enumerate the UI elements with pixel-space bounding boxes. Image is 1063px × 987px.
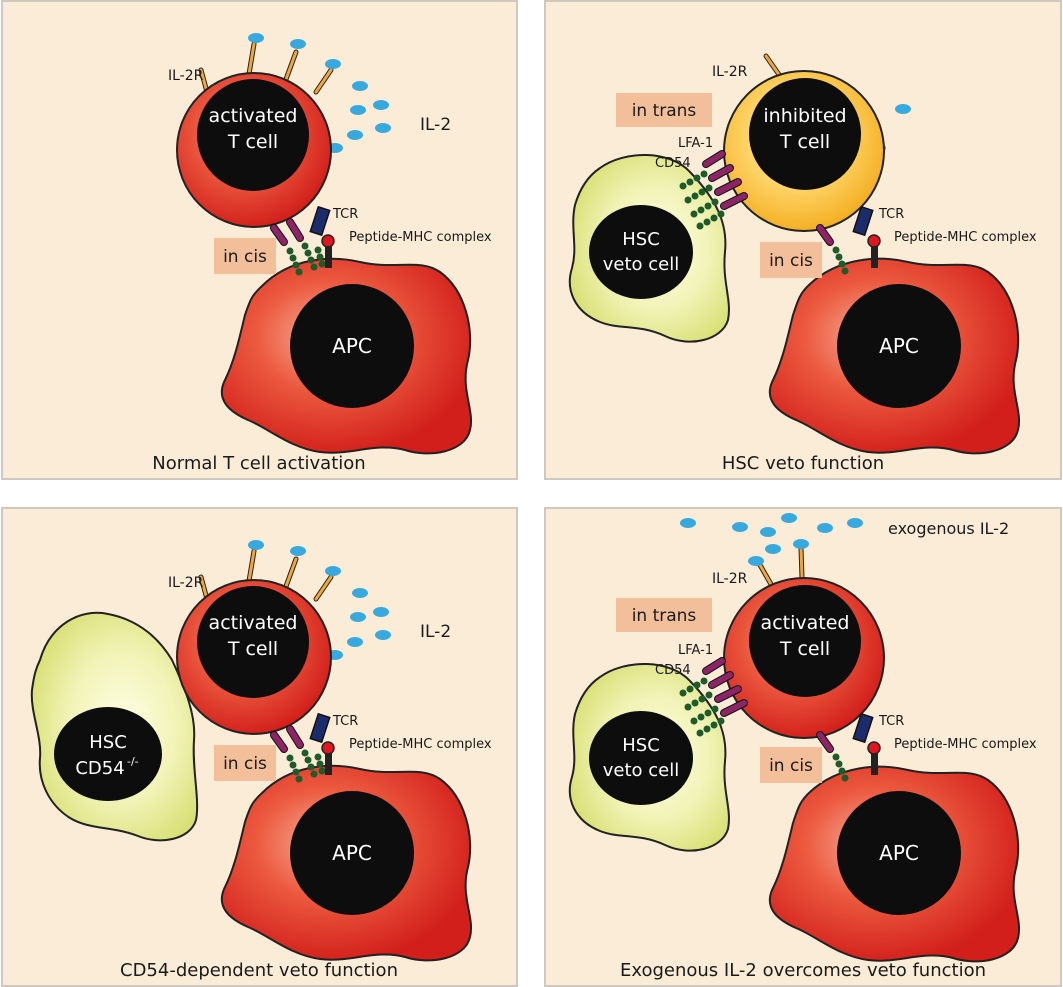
- trans-label: in trans: [632, 606, 697, 626]
- pmhc-label: Peptide-MHC complex: [894, 230, 1037, 245]
- t-cell-nucleus: [749, 585, 861, 697]
- tcr-label: TCR: [332, 714, 358, 729]
- exogenous-il2-label: exogenous IL-2: [888, 519, 1009, 538]
- peptide-mhc-complex: [867, 234, 881, 268]
- t-cell-label-1: activated: [761, 612, 850, 634]
- il2r-label: IL-2R: [168, 575, 204, 591]
- cd54-chains: [286, 749, 326, 783]
- lfa1-label: LFA-1: [678, 136, 713, 151]
- panel-exogenous-il2: HSC veto cell activated T cell APC: [544, 507, 1062, 987]
- peptide-mhc-complex: [321, 234, 335, 268]
- hsc-nucleus: [54, 707, 162, 801]
- hsc-label-1: HSC: [622, 229, 660, 250]
- t-cell-nucleus: [197, 586, 309, 698]
- cd54-chains: [286, 242, 326, 276]
- lfa1-label: LFA-1: [678, 643, 713, 658]
- tcr-label: TCR: [878, 714, 904, 729]
- tcr-molecule: [309, 205, 331, 237]
- tcr-molecule: [852, 205, 874, 237]
- hsc-label-1: HSC: [622, 735, 660, 756]
- peptide-mhc-complex: [867, 741, 881, 775]
- peptide-mhc-complex: [321, 741, 335, 775]
- cis-label-box: [214, 745, 276, 781]
- panel-caption: Normal T cell activation: [152, 453, 365, 474]
- cd54-label: CD54: [655, 156, 691, 171]
- panel-normal-activation: activated T cell APC IL-2R IL-2 TCR Pept…: [1, 0, 518, 480]
- panel-hsc-veto: HSC veto cell inhibited T cell APC: [544, 0, 1062, 480]
- trans-label-box: [616, 93, 712, 127]
- apc-label: APC: [879, 841, 919, 865]
- hsc-label-1: HSC: [89, 732, 127, 753]
- hsc-label-2: veto cell: [603, 760, 680, 781]
- trans-label: in trans: [632, 101, 697, 121]
- panel-caption: CD54-dependent veto function: [120, 960, 398, 981]
- t-cell-label-2: T cell: [227, 131, 278, 153]
- apc-nucleus: [290, 284, 414, 408]
- apc-nucleus: [837, 791, 961, 915]
- cis-label: in cis: [223, 247, 267, 267]
- hsc-nucleus: [589, 711, 693, 805]
- hsc-label-superscript: -/-: [127, 755, 139, 768]
- il2-label: IL-2: [420, 622, 451, 642]
- cis-label-box: [214, 238, 276, 274]
- il2r-label: IL-2R: [712, 571, 748, 587]
- pmhc-label: Peptide-MHC complex: [349, 737, 492, 752]
- cd54-chains: [679, 170, 849, 275]
- t-cell-label-1: activated: [209, 105, 298, 127]
- pmhc-label: Peptide-MHC complex: [349, 230, 492, 245]
- tcr-label: TCR: [332, 207, 358, 222]
- il2r-receptors: [757, 545, 805, 589]
- apc-nucleus: [290, 791, 414, 915]
- apc-nucleus: [837, 284, 961, 408]
- t-cell-label-2: T cell: [779, 638, 830, 660]
- t-cell-nucleus: [749, 78, 861, 190]
- t-cell-label-1: inhibited: [763, 105, 846, 127]
- cis-label: in cis: [769, 756, 813, 776]
- il2-molecules: [248, 540, 391, 660]
- lfa1-molecules: [702, 657, 834, 753]
- hsc-nucleus: [589, 205, 693, 299]
- tcr-molecule: [852, 712, 874, 744]
- il2r-receptors: [763, 53, 783, 79]
- tcr-label: TCR: [878, 207, 904, 222]
- t-cell-label-2: T cell: [227, 638, 278, 660]
- t-cell-label-1: activated: [209, 612, 298, 634]
- panel-caption: Exogenous IL-2 overcomes veto function: [620, 960, 986, 981]
- cis-label: in cis: [769, 251, 813, 271]
- hsc-label-2: CD54: [75, 758, 124, 779]
- cis-label: in cis: [223, 754, 267, 774]
- lfa1-molecules: [270, 218, 304, 246]
- trans-label-box: [616, 598, 712, 632]
- il2r-label: IL-2R: [168, 68, 204, 84]
- hsc-label-2: veto cell: [603, 254, 680, 275]
- pmhc-label: Peptide-MHC complex: [894, 737, 1037, 752]
- t-cell-label-2: T cell: [779, 131, 830, 153]
- panel-caption: HSC veto function: [722, 453, 884, 474]
- cd54-chains: [679, 677, 849, 782]
- il2-molecules: [680, 513, 863, 566]
- cd54-label: CD54: [655, 663, 691, 678]
- panel-cd54-dependent: HSC CD54 -/- activated T cell APC: [1, 507, 518, 987]
- t-cell-nucleus: [197, 79, 309, 191]
- il2r-label: IL-2R: [712, 64, 748, 80]
- cis-label-box: [760, 242, 822, 278]
- apc-label: APC: [879, 334, 919, 358]
- il2-label: IL-2: [420, 115, 451, 135]
- tcr-molecule: [309, 712, 331, 744]
- apc-label: APC: [332, 841, 372, 865]
- cis-label-box: [760, 747, 822, 783]
- lfa1-molecules: [702, 150, 834, 246]
- lfa1-molecules: [270, 725, 304, 753]
- apc-label: APC: [332, 334, 372, 358]
